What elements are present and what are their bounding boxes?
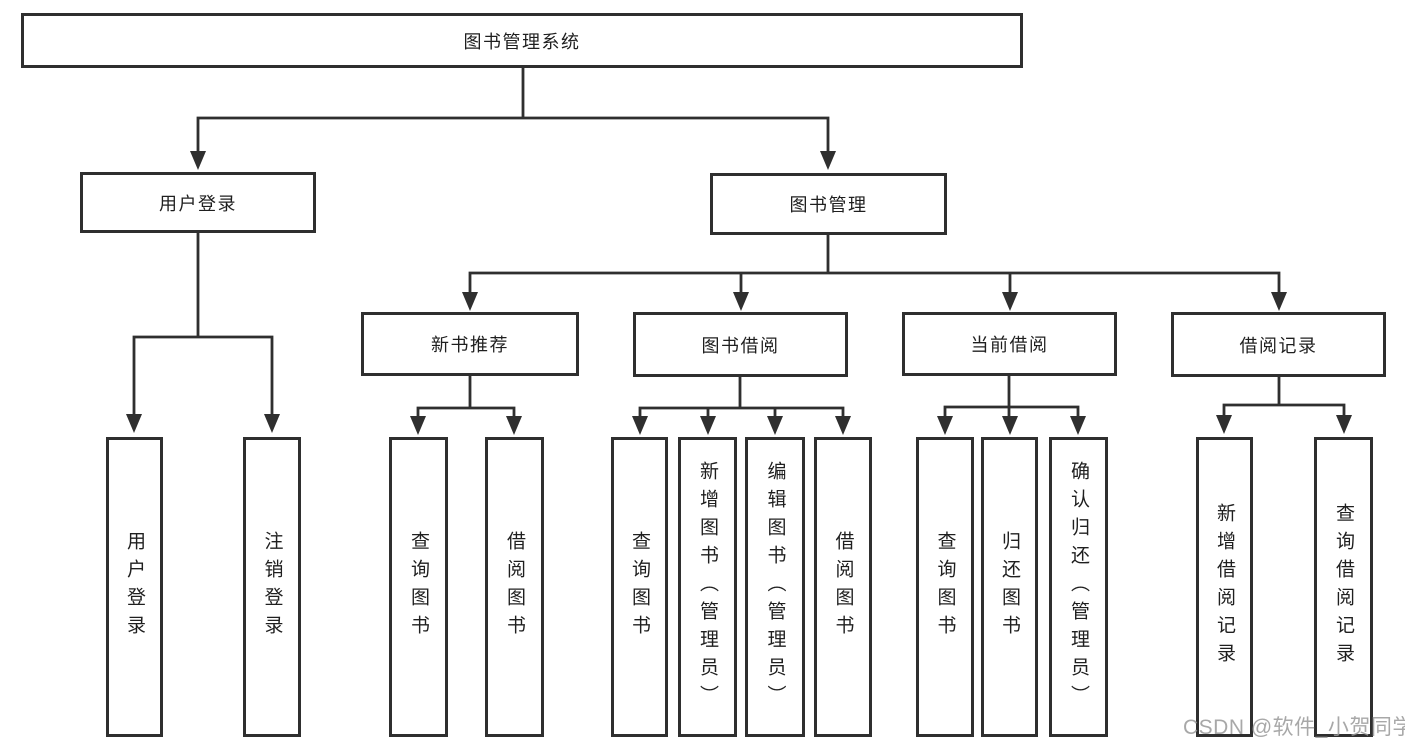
leaf-br-add-record: 新增借阅记录	[1196, 437, 1253, 737]
leaf-nb-query-books: 查询图书	[389, 437, 448, 737]
arrowheads	[126, 151, 1352, 435]
leaf-cb-return-books-label: 归还图书	[999, 531, 1020, 643]
node-current-borrow-label: 当前借阅	[970, 335, 1049, 355]
leaf-bb-add-books-admin: 新增图书（管理员）	[678, 437, 737, 737]
leaf-logout-label: 注销登录	[261, 531, 283, 643]
leaf-nb-borrow-books: 借阅图书	[485, 437, 544, 737]
leaf-nb-borrow-books-label: 借阅图书	[504, 531, 525, 643]
watermark: CSDN @软件_小贺同学	[1183, 716, 1405, 739]
leaf-bb-borrow-books: 借阅图书	[814, 437, 872, 737]
leaf-bb-query-books: 查询图书	[611, 437, 668, 737]
leaf-bb-edit-books-admin: 编辑图书（管理员）	[745, 437, 805, 737]
node-user-login-label: 用户登录	[159, 193, 237, 214]
leaf-br-add-record-label: 新增借阅记录	[1214, 503, 1235, 671]
node-user-login: 用户登录	[80, 172, 316, 233]
node-root-label: 图书管理系统	[463, 31, 581, 52]
node-borrow-records: 借阅记录	[1171, 312, 1386, 377]
node-book-mgmt: 图书管理	[710, 173, 947, 235]
leaf-user-login: 用户登录	[106, 437, 163, 737]
leaf-logout: 注销登录	[243, 437, 301, 737]
node-borrow-records-label: 借阅记录	[1239, 335, 1318, 356]
node-current-borrow: 当前借阅	[902, 312, 1117, 376]
node-new-book-recommend: 新书推荐	[361, 312, 579, 376]
leaf-br-query-record-label: 查询借阅记录	[1333, 503, 1354, 671]
leaf-cb-query-books-label: 查询图书	[934, 531, 956, 643]
node-book-mgmt-label: 图书管理	[789, 195, 868, 215]
leaf-cb-query-books: 查询图书	[916, 437, 974, 737]
leaf-cb-confirm-return-admin-label: 确认归还（管理员）	[1068, 461, 1089, 713]
node-root: 图书管理系统	[21, 13, 1023, 68]
leaf-cb-return-books: 归还图书	[981, 437, 1038, 737]
leaf-bb-query-books-label: 查询图书	[629, 531, 650, 643]
leaf-bb-add-books-admin-label: 新增图书（管理员）	[697, 461, 718, 713]
leaf-br-query-record: 查询借阅记录	[1314, 437, 1373, 737]
leaf-user-login-label: 用户登录	[124, 531, 145, 643]
leaf-bb-borrow-books-label: 借阅图书	[832, 531, 854, 643]
leaf-bb-edit-books-admin-label: 编辑图书（管理员）	[764, 461, 786, 713]
node-book-borrow: 图书借阅	[633, 312, 848, 377]
node-book-borrow-label: 图书借阅	[701, 335, 780, 356]
leaf-cb-confirm-return-admin: 确认归还（管理员）	[1049, 437, 1108, 737]
node-new-book-recommend-label: 新书推荐	[431, 335, 509, 355]
leaf-nb-query-books-label: 查询图书	[408, 531, 429, 643]
